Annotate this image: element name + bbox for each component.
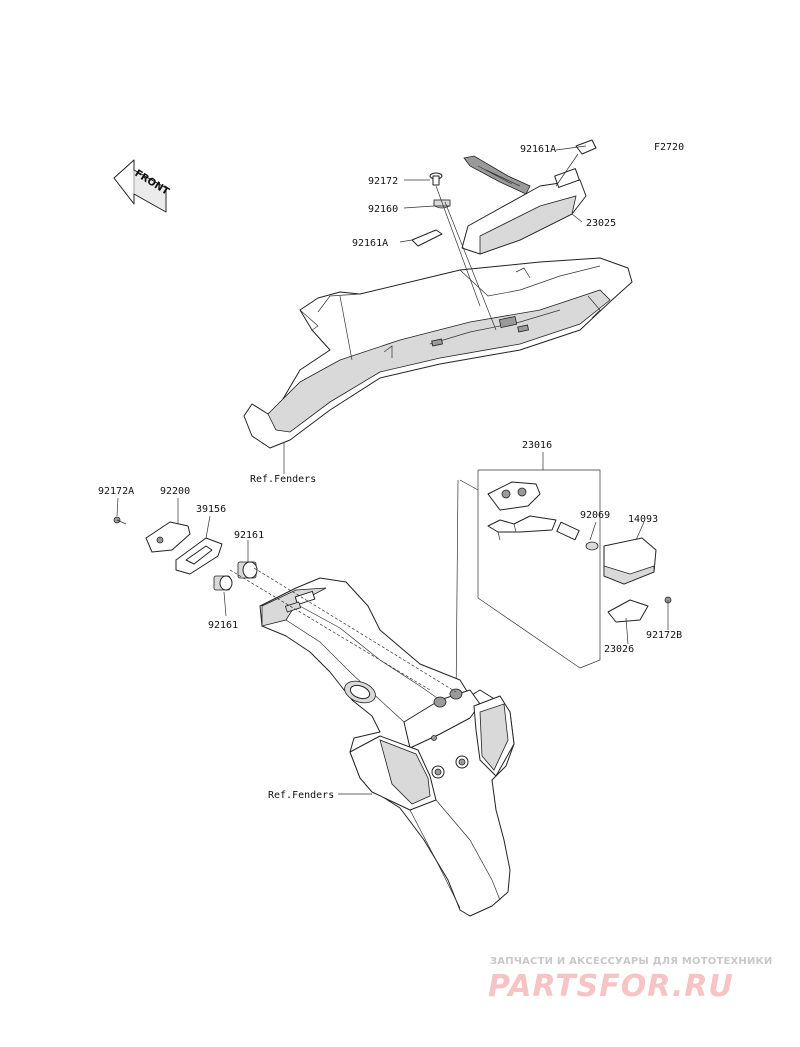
figure-code: F2720 (654, 142, 684, 153)
lens-14093 (603, 537, 657, 585)
socket-92069 (556, 521, 599, 551)
bracket-92200 (145, 521, 191, 553)
label-92172B: 92172B (646, 630, 682, 641)
bolt-92172 (429, 172, 443, 186)
label-92200: 92200 (160, 486, 190, 497)
label-23016: 23016 (522, 440, 552, 451)
screw-92172B (664, 596, 672, 612)
label-92161-lower: 92161 (208, 620, 238, 631)
label-92161A-top: 92161A (520, 144, 556, 155)
label-92161A-mid: 92161A (352, 238, 388, 249)
collar-92160 (433, 199, 451, 209)
label-14093: 14093 (628, 514, 658, 525)
screw-92172A (113, 516, 127, 525)
label-39156: 39156 (196, 504, 226, 515)
label-92069: 92069 (580, 510, 610, 521)
grommet-92161-lower (213, 575, 233, 591)
pad-92161A-top (575, 139, 597, 155)
label-ref-fenders-lower: Ref.Fenders (268, 790, 334, 801)
grommet-92161-upper (237, 561, 258, 579)
tail-light-23025 (461, 155, 587, 255)
label-92172A: 92172A (98, 486, 134, 497)
upper-rear-fender-assembly (243, 257, 633, 449)
watermark-tagline: ЗАПЧАСТИ И АКСЕССУАРЫ ДЛЯ МОТОТЕХНИКИ (490, 956, 773, 967)
rear-fender-lower (229, 567, 515, 917)
label-92161-upper: 92161 (234, 530, 264, 541)
gasket-39156 (175, 537, 223, 575)
label-ref-fenders-upper: Ref.Fenders (250, 474, 316, 485)
label-23025: 23025 (586, 218, 616, 229)
license-light-box (455, 452, 601, 705)
license-light-23016 (487, 481, 557, 541)
label-92160: 92160 (368, 204, 398, 215)
pad-92161A-mid (411, 229, 443, 247)
watermark-brand: PARTSFOR.RU (488, 969, 734, 1004)
cover-23026 (607, 599, 649, 623)
label-23026: 23026 (604, 644, 634, 655)
label-92172: 92172 (368, 176, 398, 187)
front-arrow-icon: FRONT (113, 159, 171, 213)
